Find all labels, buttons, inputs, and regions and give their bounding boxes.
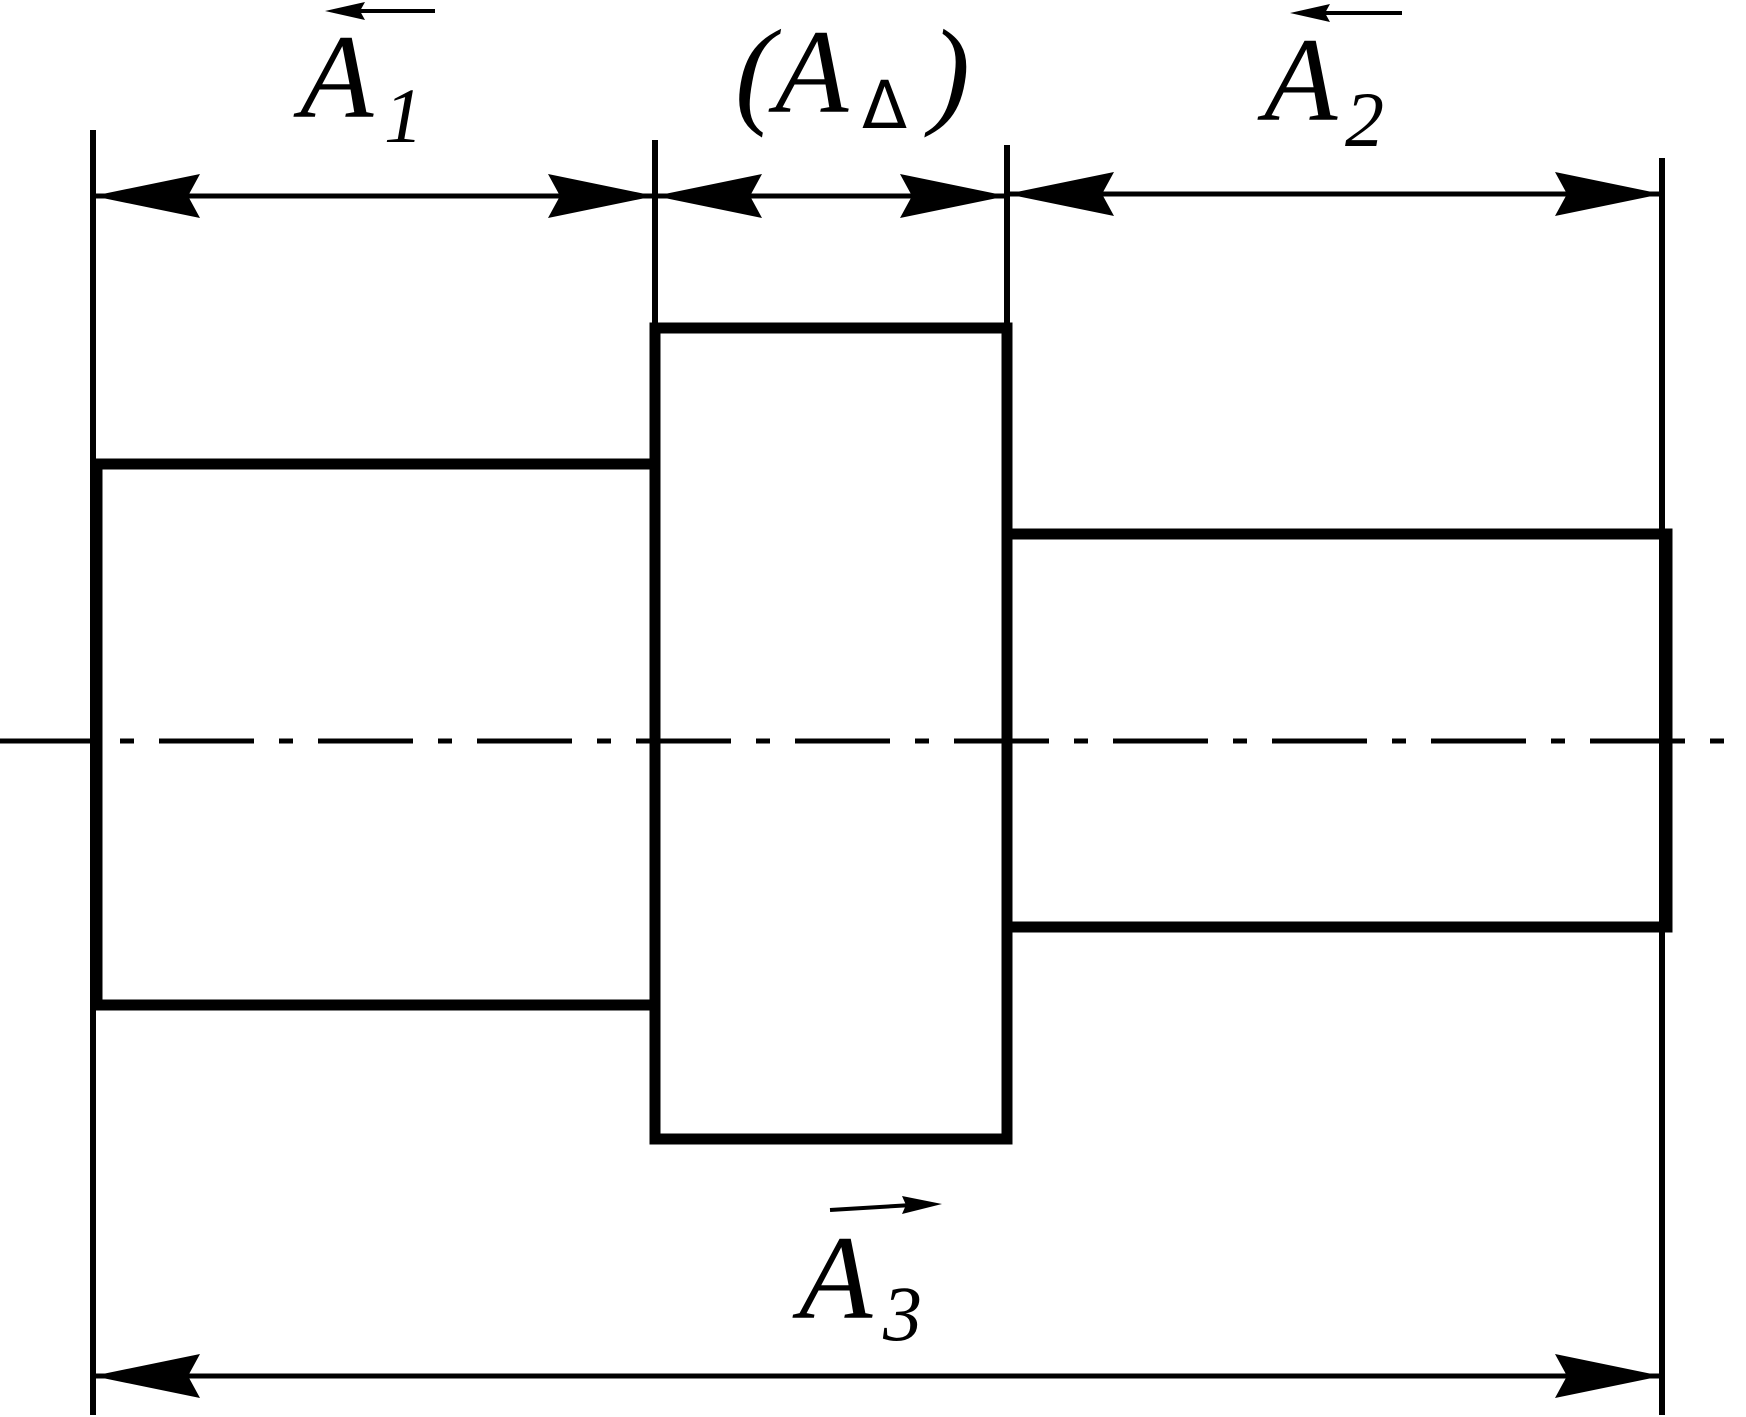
right-step [1001, 528, 1673, 933]
label-a3-letter: A [792, 1211, 873, 1344]
dimension-lines [93, 191, 1662, 1379]
dimension-arrowheads [93, 172, 1662, 1398]
arrowhead-a3-right [1555, 1354, 1662, 1398]
right-arrow-icon [829, 1196, 942, 1214]
left-arrow-icon [1290, 4, 1402, 22]
arrowhead-a1-right [548, 174, 655, 218]
extension-lines [90, 130, 1665, 1415]
part-outline [91, 322, 1673, 1145]
label-a1-subscript: 1 [384, 72, 423, 159]
arrowhead-a-delta-left [655, 174, 762, 218]
label-a-delta-letter: A [768, 5, 849, 138]
label-a2-subscript: 2 [1345, 76, 1384, 163]
left-step [91, 458, 661, 1011]
arrowhead-a2-left [1007, 172, 1114, 216]
middle-collar [649, 322, 1013, 1145]
arrowhead-a-delta-right [900, 174, 1007, 218]
label-a3-subscript: 3 [882, 1270, 922, 1357]
label-a2-letter: A [1257, 13, 1338, 146]
arrowhead-a3-left [93, 1354, 200, 1398]
label-a1-letter: A [293, 10, 374, 143]
left-arrow-icon [325, 2, 435, 20]
label-a-delta-open-paren: ( [735, 5, 782, 138]
arrowhead-a1-left [93, 174, 200, 218]
arrowhead-a2-right [1555, 172, 1662, 216]
label-a3: A 3 [792, 1196, 942, 1357]
label-a-delta-close-paren: ) [924, 5, 970, 138]
label-a1: A 1 [293, 2, 435, 159]
label-a-delta-subscript: Δ [862, 67, 907, 144]
label-a2: A 2 [1257, 4, 1402, 163]
label-a-delta: ( A Δ ) [735, 5, 970, 144]
